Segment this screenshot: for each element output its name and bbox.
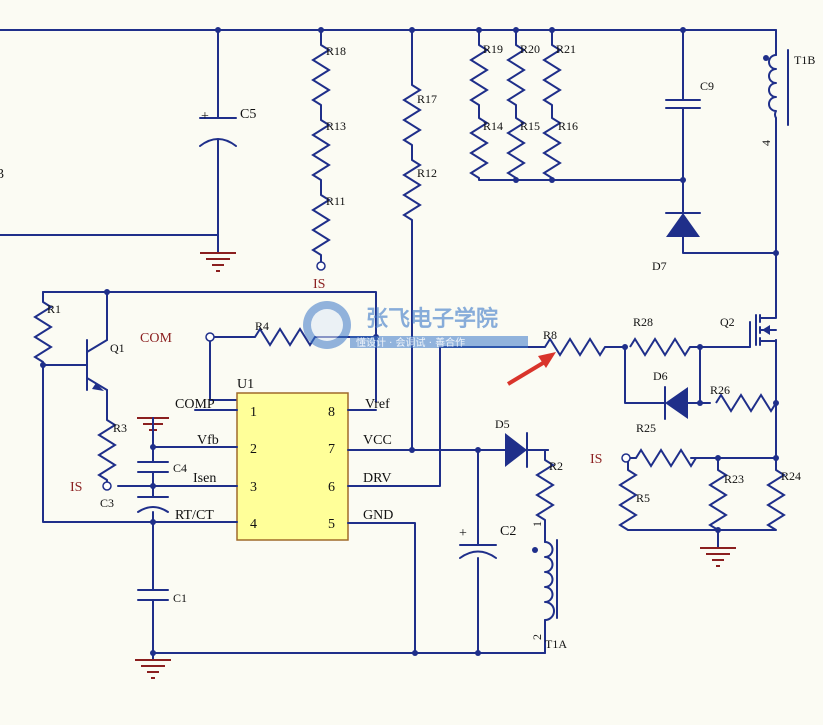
- label-r3: R3: [113, 421, 127, 435]
- label-r20: R20: [520, 42, 540, 56]
- label-t1a: T1A: [545, 637, 567, 651]
- pin-name-comp: COMP: [175, 397, 215, 412]
- pin-name-gnd: GND: [363, 508, 393, 523]
- ground-symbols: [135, 252, 736, 679]
- label-r14: R14: [483, 119, 503, 133]
- label-r11: R11: [326, 194, 346, 208]
- net-is-top: IS: [313, 277, 325, 292]
- edge-label: 3: [0, 167, 4, 182]
- label-r5: R5: [636, 491, 650, 505]
- label-r28: R28: [633, 315, 653, 329]
- net-com: COM: [140, 331, 172, 346]
- capacitor-symbols: [137, 99, 701, 606]
- polarity-c2: +: [459, 526, 467, 541]
- label-c9: C9: [700, 79, 714, 93]
- pin-num-2: 2: [250, 442, 257, 457]
- label-c1: C1: [173, 591, 187, 605]
- label-r24: R24: [781, 469, 801, 483]
- label-r21: R21: [556, 42, 576, 56]
- label-r26: R26: [710, 383, 730, 397]
- pin-name-rtct: RT/CT: [175, 508, 214, 523]
- pin-name-vcc: VCC: [363, 433, 392, 448]
- label-u1: U1: [237, 377, 254, 392]
- pin-name-vref: Vref: [365, 397, 390, 412]
- pointer-arrow: [506, 352, 556, 386]
- pin-name-vfb: Vfb: [197, 433, 219, 448]
- label-d7: D7: [652, 259, 667, 273]
- label-r16: R16: [558, 119, 578, 133]
- label-q2: Q2: [720, 315, 735, 329]
- pin-num-8: 8: [328, 405, 335, 420]
- label-c5: C5: [240, 107, 256, 122]
- watermark-title: 张飞电子学院: [366, 306, 498, 332]
- pin-num-4: 4: [250, 517, 257, 532]
- net-is-left: IS: [70, 480, 82, 495]
- pin-num-3: 3: [250, 480, 257, 495]
- winding-mark-t1a-1: 1: [530, 521, 544, 527]
- net-is-right: IS: [590, 452, 602, 467]
- label-r8: R8: [543, 328, 557, 342]
- pin-num-6: 6: [328, 480, 335, 495]
- label-r25: R25: [636, 421, 656, 435]
- ic-u1: [194, 392, 391, 541]
- transistor-symbols: [59, 309, 777, 391]
- pin-name-isen: Isen: [193, 471, 216, 486]
- watermark-subtitle: 懂设计 · 会调试 · 善合作: [356, 336, 465, 349]
- label-r12: R12: [417, 166, 437, 180]
- label-c4: C4: [173, 461, 187, 475]
- polarity-c5: +: [201, 109, 209, 124]
- label-r4: R4: [255, 319, 269, 333]
- pin-num-7: 7: [328, 442, 335, 457]
- label-t1b: T1B: [794, 53, 815, 67]
- label-c3: C3: [100, 496, 114, 510]
- junctions: [40, 27, 779, 656]
- label-r23: R23: [724, 472, 744, 486]
- net-connectors: [102, 261, 631, 491]
- labels: R18 R13 R11 R17 R12 R19 R20 R21 R14 R15 …: [0, 42, 815, 651]
- winding-mark-t1b: 4: [759, 140, 773, 146]
- resistor-symbols: [34, 44, 785, 531]
- diode-symbols: [499, 212, 701, 468]
- label-r18: R18: [326, 44, 346, 58]
- label-r13: R13: [326, 119, 346, 133]
- transformer-symbols: [532, 49, 789, 621]
- label-r1: R1: [47, 302, 61, 316]
- label-r15: R15: [520, 119, 540, 133]
- pin-num-1: 1: [250, 405, 257, 420]
- label-r19: R19: [483, 42, 503, 56]
- pin-name-drv: DRV: [363, 471, 391, 486]
- winding-mark-t1a-2: 2: [530, 634, 544, 640]
- label-d6: D6: [653, 369, 668, 383]
- label-d5: D5: [495, 417, 510, 431]
- label-c2: C2: [500, 524, 516, 539]
- pin-num-5: 5: [328, 517, 335, 532]
- label-q1: Q1: [110, 341, 125, 355]
- label-r2: R2: [549, 459, 563, 473]
- wires: [0, 29, 777, 661]
- label-r17: R17: [417, 92, 437, 106]
- watermark: [303, 301, 528, 349]
